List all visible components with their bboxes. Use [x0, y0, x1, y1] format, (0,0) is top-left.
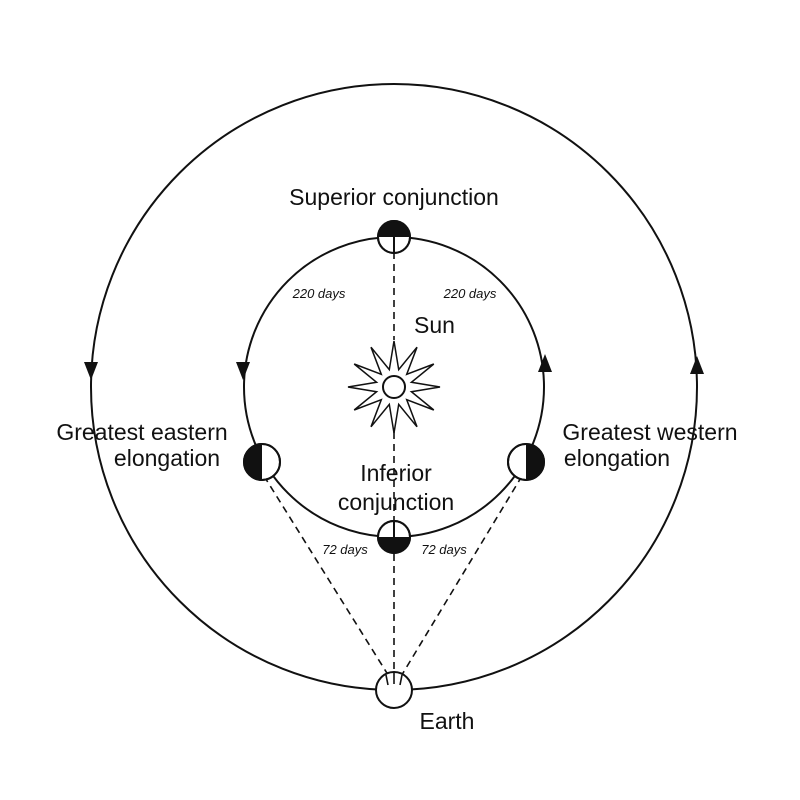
earth-icon — [375, 671, 413, 709]
planet-greatest-eastern-elongation — [243, 443, 281, 481]
sight-line-eastern — [263, 475, 391, 679]
sight-line-western — [399, 475, 523, 679]
duration-lower-right: 72 days — [421, 542, 467, 557]
greatest-eastern-elongation-label-line2: elongation — [114, 445, 220, 471]
superior-conjunction-label: Superior conjunction — [289, 184, 499, 210]
duration-lower-left: 72 days — [322, 542, 368, 557]
sun-icon — [347, 340, 441, 434]
duration-upper-right: 220 days — [443, 286, 497, 301]
planet-superior-conjunction — [377, 220, 411, 254]
inner-orbit-left-arrow — [236, 362, 250, 380]
planet-inferior-conjunction — [377, 520, 411, 554]
greatest-western-elongation-label-line2: elongation — [564, 445, 670, 471]
earth-label: Earth — [420, 708, 475, 734]
inferior-conjunction-label-line2: conjunction — [338, 489, 454, 515]
greatest-western-elongation-label-line1: Greatest western — [562, 419, 737, 445]
inferior-conjunction-label-line1: Inferior — [360, 460, 432, 486]
greatest-eastern-elongation-label-line1: Greatest eastern — [56, 419, 227, 445]
outer-orbit-left-arrow — [84, 362, 98, 380]
outer-orbit-right-arrow — [690, 356, 704, 374]
planet-greatest-western-elongation — [507, 443, 545, 481]
duration-upper-left: 220 days — [292, 286, 346, 301]
inner-orbit-right-arrow — [538, 354, 552, 372]
sun-label: Sun — [414, 312, 455, 338]
